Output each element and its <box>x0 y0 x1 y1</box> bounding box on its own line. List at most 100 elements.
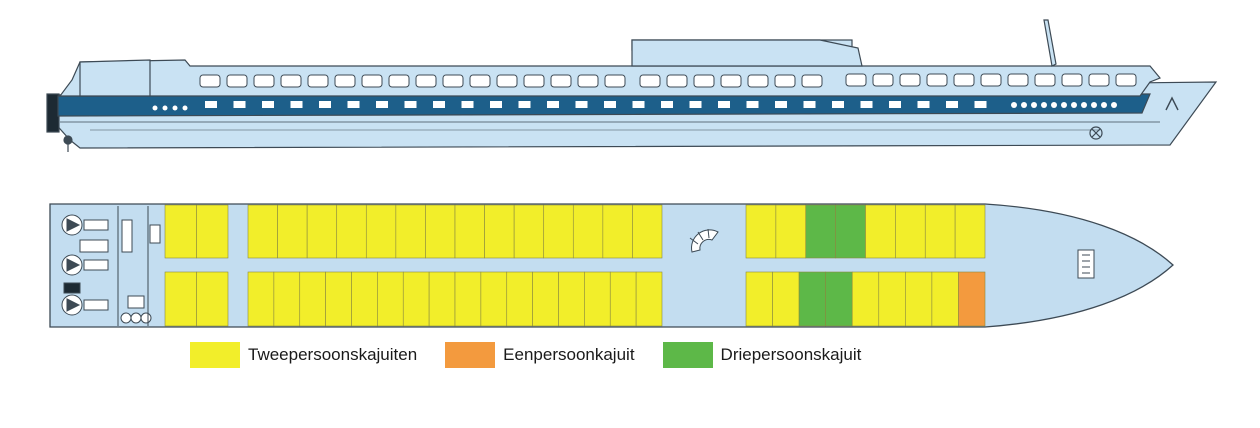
wheelhouse <box>631 39 863 67</box>
porthole <box>518 101 531 108</box>
legend-item-triple: Driepersoonskajuit <box>662 342 861 368</box>
cabin-double <box>299 271 326 327</box>
porthole <box>205 101 217 108</box>
porthole <box>233 101 246 108</box>
porthole <box>604 101 616 108</box>
porthole <box>917 101 930 108</box>
cabin-double <box>543 204 574 259</box>
cabin-triple <box>825 271 853 327</box>
cabin-double <box>635 271 663 327</box>
window <box>953 73 975 87</box>
side-windows <box>199 73 1137 88</box>
mast <box>1043 19 1057 67</box>
porthole <box>1051 102 1057 108</box>
window <box>388 74 410 88</box>
porthole <box>1081 102 1087 108</box>
porthole <box>152 105 158 111</box>
porthole <box>182 105 188 111</box>
window <box>199 74 221 88</box>
legend-label-double: Tweepersoonskajuiten <box>248 345 418 364</box>
porthole <box>347 101 360 108</box>
porthole <box>889 101 901 108</box>
cabin-double <box>454 271 482 327</box>
window <box>361 74 383 88</box>
cabin-double <box>954 204 986 259</box>
legend-item-single: Eenpersoonkajuit <box>445 342 635 368</box>
window <box>415 74 437 88</box>
porthole <box>1011 102 1017 108</box>
porthole <box>1061 102 1067 108</box>
cabin-double <box>402 271 430 327</box>
porthole <box>746 101 759 108</box>
window <box>496 74 518 88</box>
window <box>1061 73 1083 87</box>
cabin-double <box>351 271 378 327</box>
bottom-cabin-row <box>164 271 986 327</box>
window <box>926 73 948 87</box>
window <box>639 74 661 88</box>
propeller-icon <box>63 135 73 152</box>
cabin-double <box>895 204 926 259</box>
porthole <box>547 101 559 108</box>
window <box>872 73 894 87</box>
porthole <box>974 101 987 108</box>
porthole <box>262 101 274 108</box>
porthole <box>689 101 702 108</box>
stairs-aft <box>149 224 161 244</box>
cabin-double <box>745 204 777 259</box>
corridor <box>165 258 985 272</box>
cabin-double <box>924 204 956 259</box>
porthole <box>172 105 178 111</box>
porthole <box>1031 102 1037 108</box>
porthole <box>404 101 417 108</box>
window <box>1115 73 1137 87</box>
cabin-double <box>273 271 301 327</box>
top-cabin-row <box>164 204 986 259</box>
porthole <box>319 101 331 108</box>
window <box>1034 73 1056 87</box>
cabin-double <box>164 204 197 259</box>
cabin-double <box>513 204 545 259</box>
porthole <box>1111 102 1117 108</box>
cabin-double <box>609 271 637 327</box>
ship-side-profile <box>46 19 1218 149</box>
window <box>469 74 491 88</box>
cabin-triple <box>805 204 836 259</box>
porthole <box>803 101 816 108</box>
porthole <box>461 101 474 108</box>
porthole <box>632 101 645 108</box>
cabin-double <box>772 271 800 327</box>
cabin-double <box>277 204 308 259</box>
cabin-double <box>196 204 229 259</box>
cabin-double <box>572 204 604 259</box>
porthole <box>1091 102 1097 108</box>
cabin-double <box>632 204 663 259</box>
spiral-staircase-icon <box>689 228 719 253</box>
window <box>845 73 867 87</box>
cabin-double <box>336 204 367 259</box>
window <box>1088 73 1110 87</box>
porthole <box>575 101 588 108</box>
cabin-double <box>602 204 633 259</box>
cabin-double <box>558 271 585 327</box>
window <box>226 74 248 88</box>
porthole <box>1071 102 1077 108</box>
cabin-double <box>306 204 338 259</box>
porthole <box>860 101 873 108</box>
cabin-double <box>931 271 959 327</box>
window <box>693 74 715 88</box>
window <box>720 74 742 88</box>
porthole <box>290 101 303 108</box>
side-portholes <box>152 101 1117 111</box>
cabin-double <box>377 271 404 327</box>
window <box>280 74 302 88</box>
cabin-double <box>480 271 508 327</box>
cabin-double <box>865 204 896 259</box>
cabin-double <box>365 204 397 259</box>
cabin-double <box>506 271 533 327</box>
legend-swatch-single <box>445 342 496 368</box>
cabin-triple <box>835 204 866 259</box>
engine-room <box>61 206 161 326</box>
window <box>334 74 356 88</box>
